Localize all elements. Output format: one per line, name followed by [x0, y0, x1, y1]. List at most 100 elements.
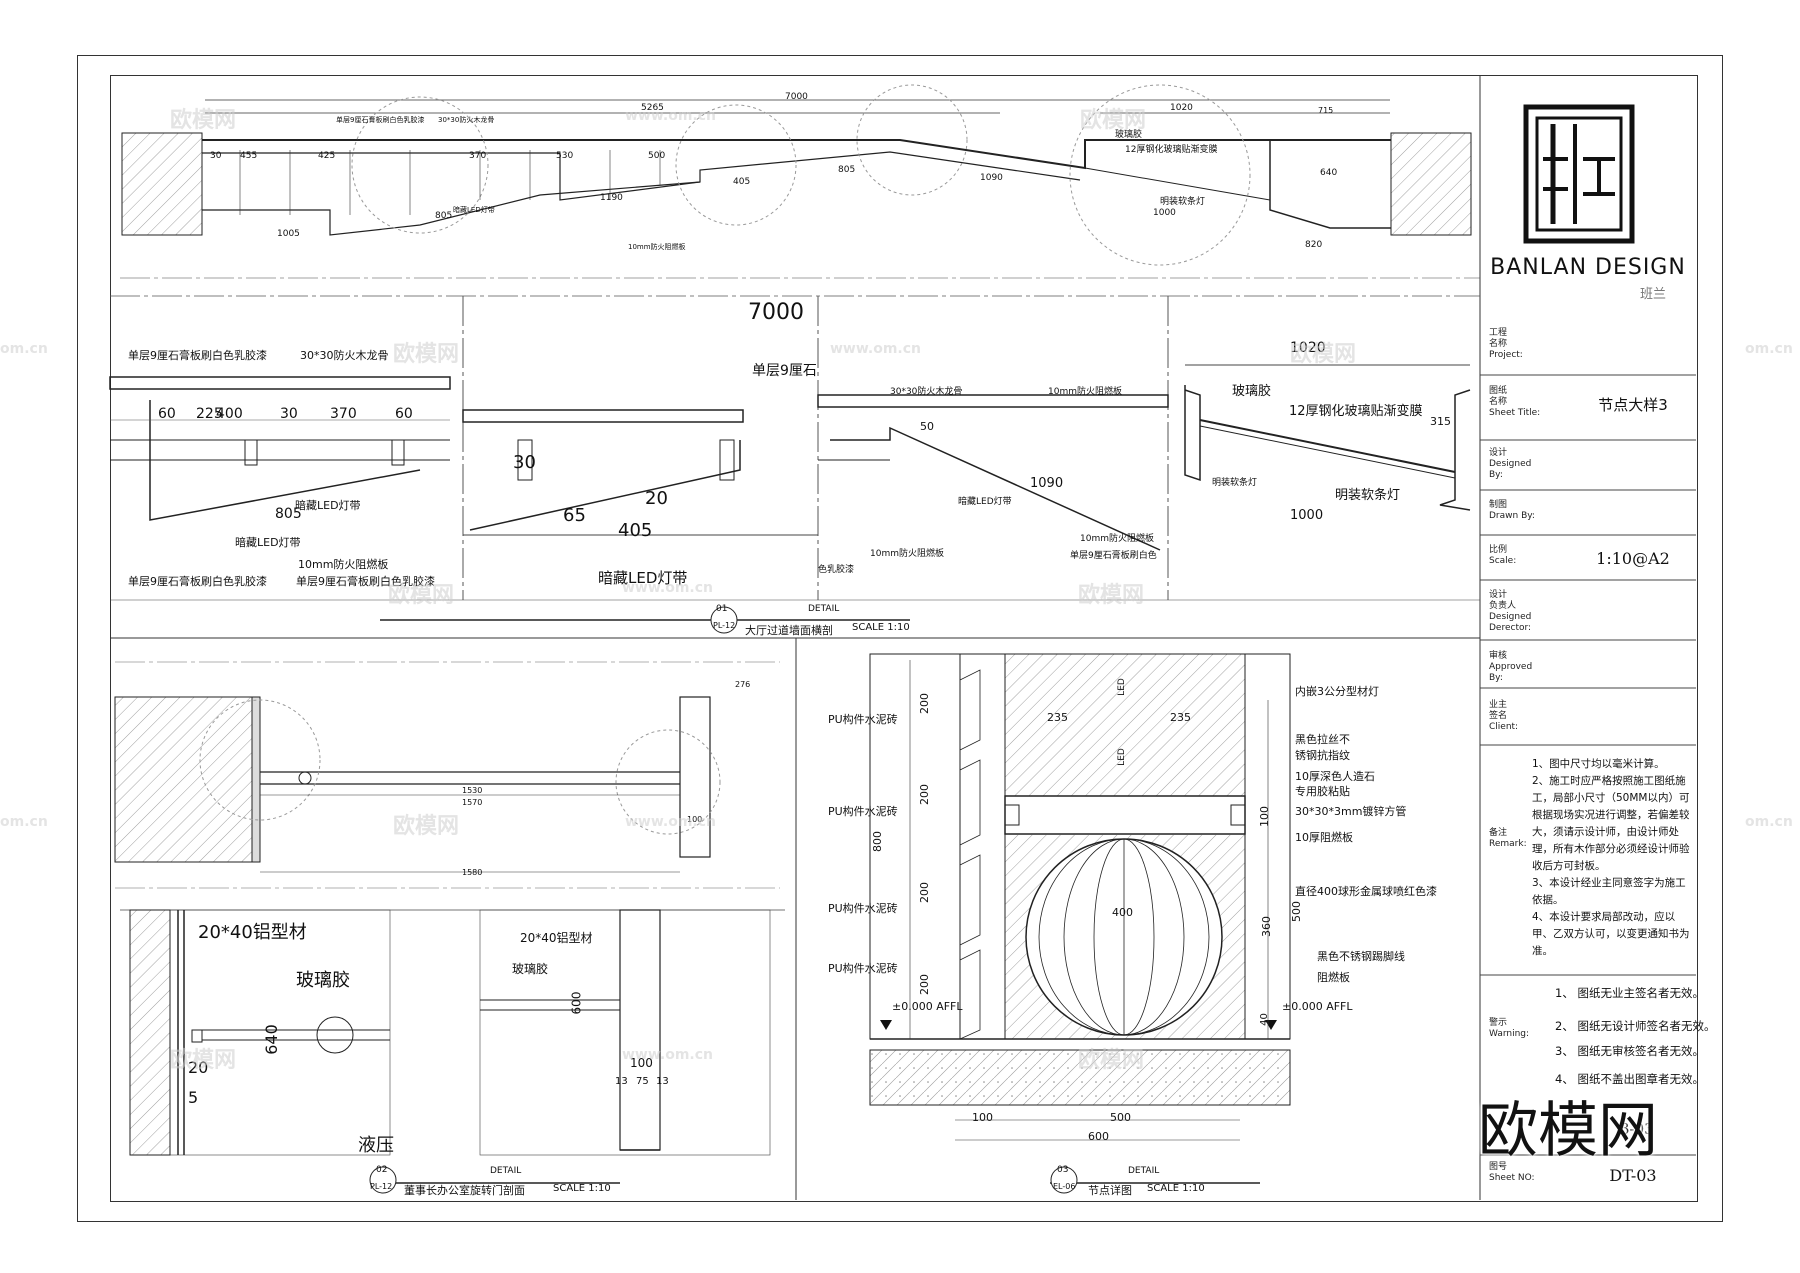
- d3-left-note: PU构件水泥砖: [828, 962, 898, 975]
- watermark: 欧模网: [388, 583, 455, 608]
- d1-top-dim: 5265: [641, 103, 664, 113]
- d2-dim: 5: [188, 1088, 199, 1107]
- d1a-dim: 225: [196, 406, 223, 422]
- d1b-dim: 405: [618, 520, 653, 541]
- d2-note: 20*40铝型材: [198, 922, 307, 943]
- approved-label: 审核 Approved By:: [1489, 651, 1533, 683]
- d3-right-note: 阻燃板: [1317, 971, 1350, 984]
- d1-top-note: 暗藏LED灯带: [453, 206, 495, 214]
- sheet-no-value: DT-03: [1609, 1166, 1657, 1185]
- d3-right-note: 黑色拉丝不: [1295, 733, 1350, 746]
- detail-2-title: 董事长办公室旋转门剖面: [404, 1184, 525, 1197]
- brand-logo-mark-icon: [1523, 104, 1635, 244]
- d1a-note: 单层9厘石膏板刷白色乳胶漆: [128, 349, 267, 362]
- d1-top-note: 明装软条灯: [1160, 197, 1206, 207]
- watermark-large: 欧模网: [1478, 1096, 1658, 1166]
- detail-1-tag: DETAIL: [808, 604, 840, 614]
- d1b-dim: 20: [645, 488, 668, 509]
- d1a-dim: 60: [395, 406, 413, 422]
- d1a-dim: 370: [330, 406, 357, 422]
- watermark: om.cn: [1745, 341, 1793, 357]
- watermark: 欧模网: [1290, 342, 1357, 367]
- d2-note: 玻璃胶: [512, 962, 549, 976]
- d3-dim: 40: [1258, 1013, 1270, 1026]
- d1c-dim: 1090: [1030, 476, 1064, 491]
- watermark: 欧模网: [393, 342, 460, 367]
- d1d-note: 12厚钢化玻璃贴渐变膜: [1289, 404, 1423, 419]
- watermark: www.om.cn: [622, 580, 714, 596]
- remark-item: 4、本设计要求局部改动，应以甲、乙双方认可，以变更通知书为准。: [1532, 911, 1690, 957]
- d1-top-dim: 1020: [1170, 103, 1193, 113]
- d3-left-note: PU构件水泥砖: [828, 805, 898, 818]
- d1c-note: 10mm防火阻燃板: [1048, 387, 1122, 397]
- d3-dim: 235: [1047, 711, 1068, 724]
- watermark: www.om.cn: [625, 814, 717, 830]
- d1c-dim: 50: [920, 420, 934, 433]
- d1a-note: 10mm防火阻燃板: [298, 558, 389, 571]
- d1a-dim: 400: [216, 406, 243, 422]
- d1-top-dim: 820: [1305, 240, 1323, 250]
- d1d-dim: 315: [1430, 415, 1451, 428]
- d1-top-dim: 405: [733, 177, 751, 187]
- d1b-dim: 65: [563, 505, 586, 526]
- d1c-note: 单层9厘石膏板刷白色: [1070, 551, 1157, 561]
- d1c-note: 色乳胶漆: [818, 565, 855, 575]
- d1-top-dim: 1000: [1153, 208, 1176, 218]
- d1c-note: 10mm防火阻燃板: [1080, 534, 1154, 544]
- sheet-title-label: 图纸 名称 Sheet Title:: [1489, 386, 1541, 418]
- d1a-dim: 60: [158, 406, 176, 422]
- sheet-outer-frame: [77, 55, 1723, 1222]
- d2-dim: 600: [569, 991, 584, 1015]
- d2-dim: 20: [188, 1058, 209, 1077]
- watermark: 欧模网: [1078, 1048, 1145, 1073]
- client-label: 业主 签名 Client:: [1489, 700, 1519, 732]
- watermark: www.om.cn: [625, 108, 717, 124]
- d1d-dim: 1020: [1290, 340, 1326, 356]
- d1a-dim: 30: [280, 406, 298, 422]
- d2-note: 20*40铝型材: [520, 931, 593, 945]
- remark-label: 备注 Remark:: [1489, 828, 1527, 849]
- watermark: 欧模网: [1078, 583, 1145, 608]
- d1-top-dim: 1090: [980, 173, 1003, 183]
- d3-dim: 500: [1110, 1111, 1131, 1124]
- brand-name: BANLAN DESIGN: [1490, 255, 1686, 280]
- watermark: 欧模网: [393, 814, 460, 839]
- detail-1-num: 01: [716, 604, 728, 614]
- d1-top-dim: 370: [469, 151, 487, 161]
- d3-dim: 400: [1112, 906, 1133, 919]
- d1b-dim: 30: [513, 452, 536, 473]
- d1d-dim: 1000: [1290, 508, 1324, 523]
- d2-dim: 1530: [462, 786, 483, 795]
- detail-3-ref: EL-06: [1053, 1182, 1076, 1191]
- d1-overall-dim: 7000: [748, 300, 804, 325]
- d1-top-note: 30*30防火木龙骨: [438, 116, 495, 124]
- d3-dim: 360: [1260, 916, 1273, 937]
- detail-3-num: 03: [1057, 1165, 1069, 1175]
- watermark: www.om.cn: [622, 1047, 714, 1063]
- designed-label: 设计 Designed By:: [1489, 448, 1532, 480]
- d3-right-note: 10厚阻燃板: [1295, 831, 1353, 844]
- sheet-no-partial: 3-03: [1620, 1120, 1654, 1138]
- d2-dim: 100: [687, 815, 703, 824]
- d3-left-dim: 200: [918, 974, 931, 995]
- d2-note: 玻璃胶: [296, 970, 350, 991]
- sheet-title-value: 节点大样3: [1598, 396, 1668, 414]
- d3-afl-left: ±0.000 AFFL: [892, 1000, 963, 1013]
- warning-label: 警示 Warning:: [1489, 1018, 1530, 1039]
- d1-top-dim: 30: [210, 151, 222, 161]
- d1-top-dim: 805: [838, 165, 856, 175]
- d1-top-dim: 7000: [785, 92, 808, 102]
- d1d-note: 明装软条灯: [1335, 488, 1401, 503]
- d2-dim: 640: [261, 1024, 281, 1055]
- d1-top-dim: 715: [1318, 106, 1334, 115]
- d1-top-dim: 1190: [600, 193, 623, 203]
- d3-dim: 500: [1290, 901, 1303, 922]
- detail-1-ref: PL-12: [713, 621, 736, 630]
- d3-right-note: 直径400球形金属球喷红色漆: [1295, 885, 1437, 898]
- watermark: om.cn: [0, 341, 48, 357]
- d3-dim: 100: [1258, 806, 1271, 827]
- d3-dim: 600: [1088, 1130, 1109, 1143]
- d2-dim: 1570: [462, 798, 483, 807]
- remark-item: 1、图中尺寸均以毫米计算。: [1532, 758, 1665, 770]
- d1d-note: 玻璃胶: [1232, 384, 1272, 399]
